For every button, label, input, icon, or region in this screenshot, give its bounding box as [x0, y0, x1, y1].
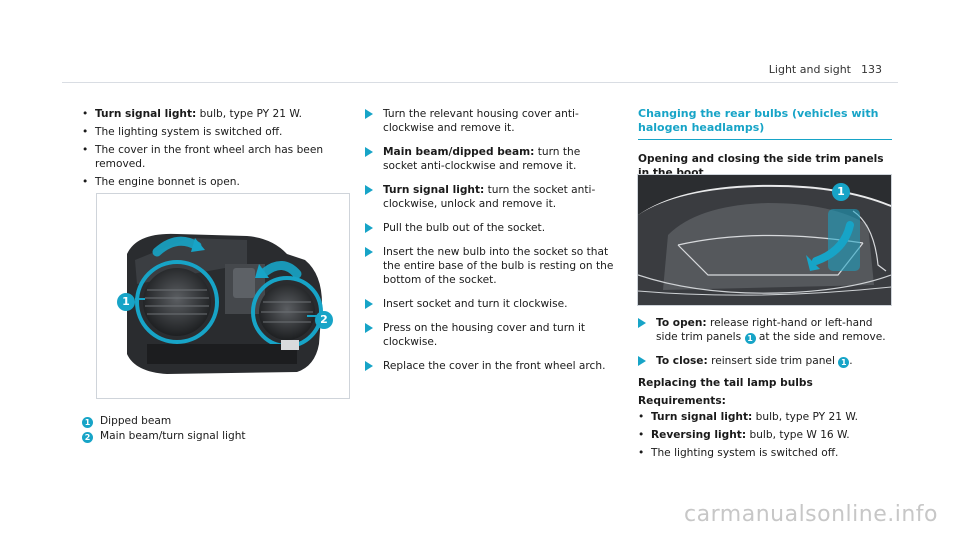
- subsection-title: Replacing the tail lamp bulbs: [638, 377, 813, 389]
- requirements-label: Requirements:: [638, 395, 726, 407]
- callout-1: 1: [117, 289, 135, 311]
- instruction-step: Insert socket and turn it clockwise.: [365, 297, 617, 311]
- prerequisite-list: Turn signal light: bulb, type PY 21 W. T…: [82, 107, 352, 189]
- callout-2: 2: [315, 307, 333, 329]
- list-item: Turn signal light: bulb, type PY 21 W.: [638, 410, 894, 424]
- list-item: The lighting system is switched off.: [82, 125, 352, 139]
- column-middle: Turn the relevant housing cover anti-clo…: [365, 107, 617, 383]
- headlamp-figure: 1 2: [96, 193, 350, 399]
- list-item: Turn signal light: bulb, type PY 21 W.: [82, 107, 352, 121]
- step-arrow-icon: [365, 247, 373, 257]
- instruction-step: Press on the housing cover and turn it c…: [365, 321, 617, 349]
- instruction-step: To open: release right-hand or left-hand…: [638, 316, 894, 344]
- page-number: 133: [861, 63, 882, 76]
- step-arrow-icon: [365, 361, 373, 371]
- header-title: Light and sight: [768, 63, 851, 76]
- requirements-list: Turn signal light: bulb, type PY 21 W. R…: [638, 410, 894, 460]
- list-item: Reversing light: bulb, type W 16 W.: [638, 428, 894, 442]
- step-arrow-icon: [365, 299, 373, 309]
- instruction-step: Turn signal light: turn the socket anti-…: [365, 183, 617, 211]
- instruction-step: To close: reinsert side trim panel 1.: [638, 354, 894, 368]
- instruction-step: Replace the cover in the front wheel arc…: [365, 359, 617, 373]
- step-arrow-icon: [638, 318, 646, 328]
- header-rule: [62, 82, 898, 83]
- watermark[interactable]: carmanualsonline.info: [684, 502, 938, 527]
- boot-figure: 1: [637, 174, 892, 306]
- instruction-step: Main beam/dipped beam: turn the socket a…: [365, 145, 617, 173]
- step-arrow-icon: [638, 356, 646, 366]
- instruction-step: Pull the bulb out of the socket.: [365, 221, 617, 235]
- list-item: The cover in the front wheel arch has be…: [82, 143, 352, 171]
- step-arrow-icon: [365, 147, 373, 157]
- column-right-lower: To open: release right-hand or left-hand…: [638, 316, 894, 464]
- column-left: Turn signal light: bulb, type PY 21 W. T…: [82, 107, 352, 193]
- boot-illustration: [637, 175, 892, 305]
- step-arrow-icon: [365, 323, 373, 333]
- list-item: The lighting system is switched off.: [638, 446, 894, 460]
- instruction-step: Insert the new bulb into the socket so t…: [365, 245, 617, 287]
- step-arrow-icon: [365, 109, 373, 119]
- list-item: The engine bonnet is open.: [82, 175, 352, 189]
- column-right: Changing the rear bulbs (vehicles with h…: [638, 107, 892, 180]
- section-title: Changing the rear bulbs (vehicles with h…: [638, 107, 892, 140]
- step-arrow-icon: [365, 185, 373, 195]
- running-header: Light and sight 133: [769, 63, 882, 76]
- instruction-step: Turn the relevant housing cover anti-clo…: [365, 107, 617, 135]
- callout-1: 1: [832, 179, 850, 201]
- headlamp-illustration: [127, 233, 323, 374]
- step-arrow-icon: [365, 223, 373, 233]
